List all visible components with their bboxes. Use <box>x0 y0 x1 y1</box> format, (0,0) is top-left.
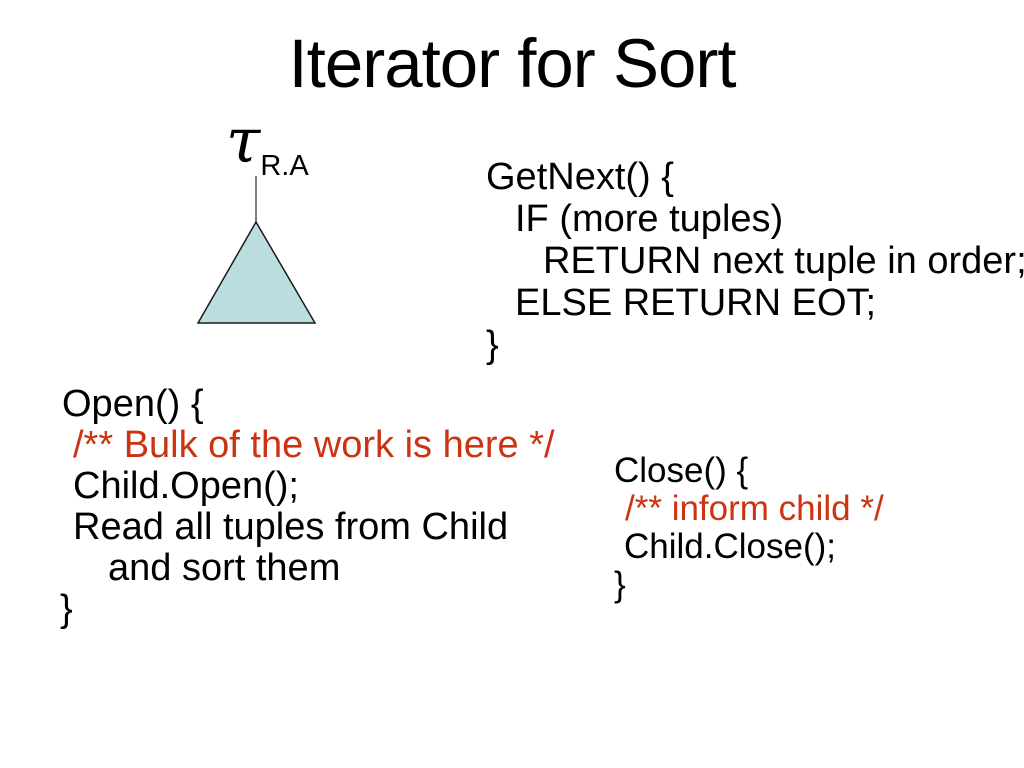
code-line: Read all tuples from Child <box>73 506 509 548</box>
code-line: Child.Close(); <box>624 527 836 566</box>
code-line: ELSE RETURN EOT; <box>515 282 877 324</box>
code-comment-line: /** Bulk of the work is here */ <box>73 424 555 466</box>
operator-tree-diagram <box>196 176 317 324</box>
subtree-triangle <box>196 220 317 324</box>
sort-operator-label: τR.A <box>226 110 309 183</box>
code-line: Child.Open(); <box>73 465 299 507</box>
code-line: GetNext() { <box>486 156 674 198</box>
code-line: } <box>60 588 73 630</box>
getnext-code-block: GetNext() { IF (more tuples) RETURN next… <box>486 156 1024 366</box>
code-line: Close() { <box>614 451 749 490</box>
close-code-block: Close() { /** inform child */ Child.Clos… <box>614 452 884 604</box>
code-line: Open() { <box>62 383 204 425</box>
open-code-block: Open() { /** Bulk of the work is here */… <box>60 384 555 630</box>
code-comment-line: /** inform child */ <box>625 489 884 528</box>
code-line: and sort them <box>108 547 341 589</box>
tau-symbol: τ <box>226 104 261 177</box>
code-line: } <box>486 324 499 366</box>
code-line: } <box>614 565 626 604</box>
page-title: Iterator for Sort <box>288 25 737 102</box>
code-line: IF (more tuples) <box>515 198 784 240</box>
tau-subscript: R.A <box>260 150 309 182</box>
code-line: RETURN next tuple in order; <box>543 240 1024 282</box>
